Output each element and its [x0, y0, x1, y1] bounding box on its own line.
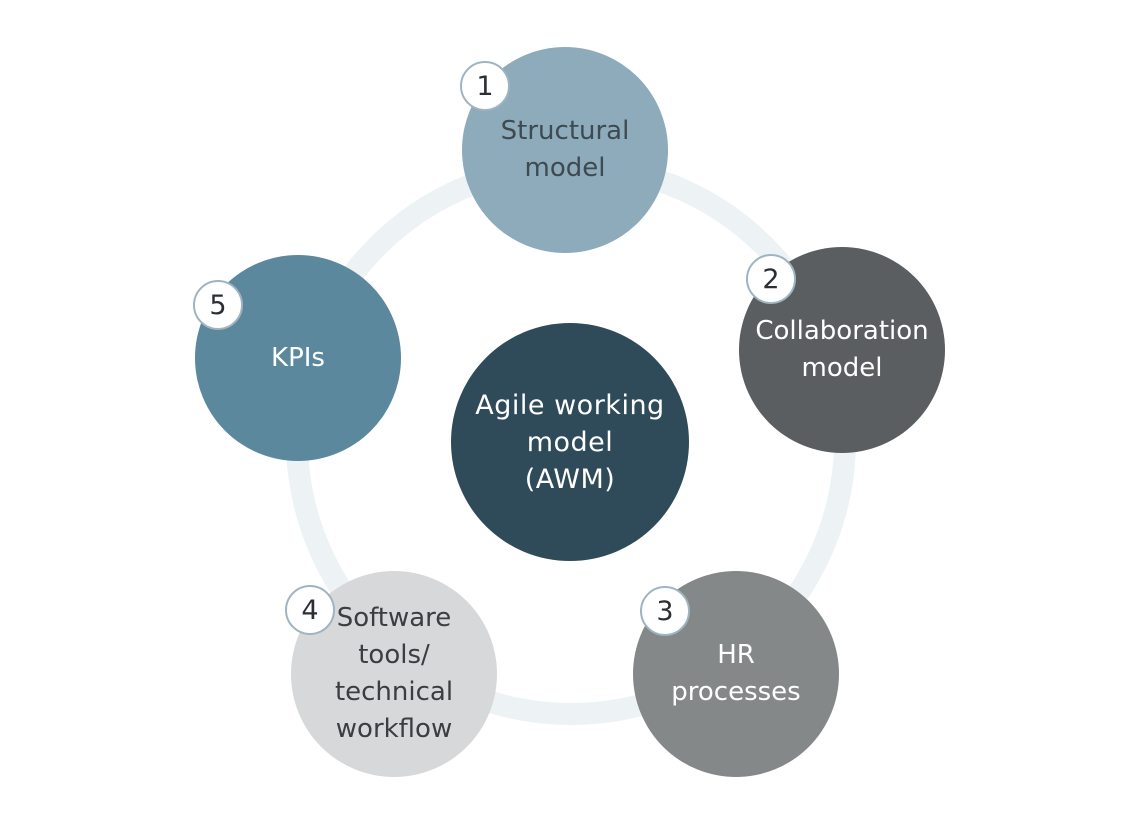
node-label-line: model	[801, 353, 883, 383]
node-label: Collaboration model	[745, 313, 938, 387]
node-label: Software tools/ technical workflow	[325, 600, 463, 748]
node-structural-model: Structural model	[462, 47, 668, 253]
node-label-line: Collaboration	[755, 316, 929, 346]
node-label-line: technical	[334, 677, 454, 707]
node-label-line: processes	[671, 677, 801, 707]
center-label-line: (AWM)	[524, 463, 616, 495]
step-number-badge: 4	[285, 585, 335, 635]
node-label-line: Structural	[500, 116, 630, 146]
center-node-awm: Agile working model (AWM)	[451, 323, 689, 561]
center-label: Agile working model (AWM)	[465, 387, 674, 498]
node-label-line: tools/	[358, 640, 430, 670]
node-label: KPIs	[261, 340, 335, 377]
step-number-badge: 1	[460, 61, 510, 111]
center-label-line: Agile working	[475, 389, 665, 421]
step-number-badge: 3	[640, 586, 690, 636]
step-number-badge: 5	[193, 280, 243, 330]
node-label: Structural model	[491, 113, 640, 187]
center-label-line: model	[526, 426, 614, 458]
node-label-line: Software	[336, 603, 452, 633]
node-collaboration-model: Collaboration model	[739, 247, 945, 453]
node-label-line: HR	[717, 640, 755, 670]
node-software-tools: Software tools/ technical workflow	[291, 571, 497, 777]
step-number-badge: 2	[746, 254, 796, 304]
node-label: HR processes	[661, 637, 810, 711]
node-label-line: workflow	[335, 714, 453, 744]
node-label-line: KPIs	[271, 342, 325, 373]
node-label-line: model	[524, 153, 606, 183]
